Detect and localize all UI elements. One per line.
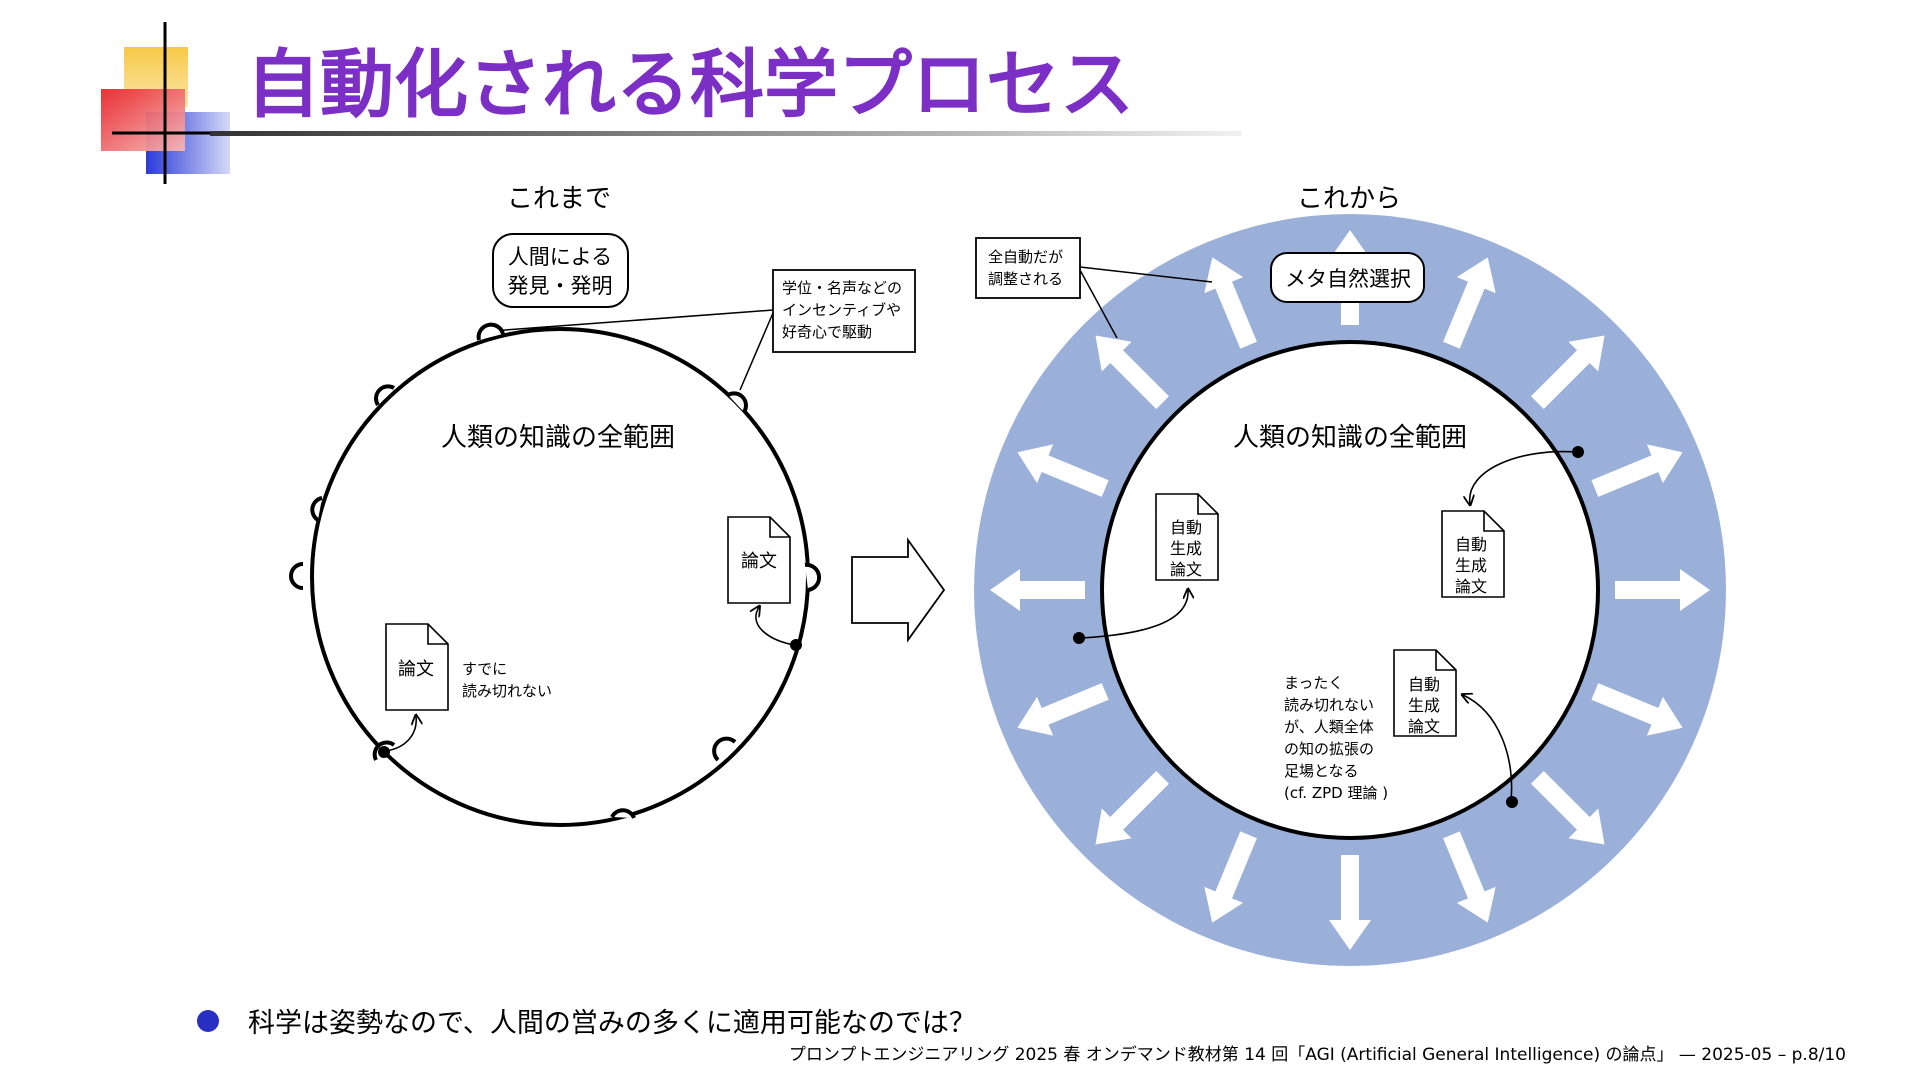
auto-paper-2-line3: 論文	[1455, 577, 1487, 596]
incentive-label-line3: 好奇心で駆動	[782, 323, 872, 341]
slide-title: 自動化される科学プロセス	[246, 42, 1134, 128]
meta-selection-label: メタ自然選択	[1285, 267, 1411, 291]
paper-left-point	[378, 746, 390, 758]
incentive-pointer-2	[739, 312, 774, 391]
unread-label-line2: 読み切れない	[462, 682, 552, 700]
bullet-dot-icon	[197, 1010, 219, 1032]
outward-arrow-icon	[1443, 257, 1496, 349]
outward-arrow-icon	[1591, 683, 1683, 736]
left-diagram: これまで 人間による 発見・発明 学位・名声などの インセンティブや 好奇心で駆…	[289, 184, 916, 827]
auto-adjusted-label-line2: 調整される	[988, 270, 1063, 288]
outward-arrow-icon	[1204, 257, 1257, 349]
auto-paper-1-arrow	[1080, 590, 1188, 639]
scaffold-label-line4: の知の拡張の	[1284, 740, 1374, 758]
left-heading: これまで	[507, 184, 611, 214]
auto-paper-1-line3: 論文	[1170, 560, 1202, 579]
document-icon	[1155, 493, 1219, 581]
incentive-box	[772, 269, 916, 353]
outward-arrow-icon	[1204, 831, 1257, 923]
document-icon	[727, 516, 791, 604]
paper-left-arrow	[385, 716, 416, 752]
auto-paper-2-arrow	[1470, 450, 1577, 504]
human-discovery-box	[492, 233, 629, 308]
knowledge-bumps	[289, 322, 822, 819]
right-heading: これから	[1297, 184, 1401, 214]
outward-arrow-icon	[1329, 855, 1371, 950]
auto-adjusted-label-line1: 全自動だが	[988, 248, 1063, 266]
transition-arrow-icon	[851, 537, 946, 643]
left-circle-label: 人類の知識の全範囲	[441, 423, 675, 453]
scaffold-label-line3: が、人類全体	[1284, 718, 1374, 736]
document-icon	[385, 623, 449, 711]
outward-arrow-icon	[1443, 831, 1496, 923]
auto-paper-3-arrow	[1463, 695, 1513, 801]
document-icon	[1393, 649, 1457, 737]
paper-right-point	[790, 639, 802, 651]
auto-paper-2-point	[1572, 446, 1584, 458]
paper-right-arrow	[756, 607, 795, 646]
outward-arrow-icon	[1017, 683, 1109, 736]
incentive-label-line1: 学位・名声などの	[782, 279, 902, 297]
slide-decoration-icon	[101, 22, 230, 184]
auto-adjusted-box	[975, 237, 1081, 299]
slide-footer: プロンプトエンジニアリング 2025 春 オンデマンド教材第 14 回「AGI …	[789, 1044, 1846, 1065]
paper-left-label: 論文	[398, 659, 434, 680]
auto-paper-2-line1: 自動	[1455, 535, 1487, 554]
right-diagram: これから 人類の知識の全範囲 メタ自然選択 全自動だが 調整される 自動 生成 …	[974, 184, 1726, 966]
outward-arrow-icon	[1095, 335, 1169, 409]
auto-pointer-2	[1079, 269, 1118, 339]
scaffold-label-line5: 足場となる	[1284, 762, 1359, 780]
unread-label-line1: すでに	[462, 660, 507, 678]
outward-arrow-icon	[1615, 569, 1710, 611]
human-discovery-label-line1: 人間による	[508, 245, 612, 269]
outward-arrow-icon	[1095, 771, 1169, 845]
scaffold-label-line1: まったく	[1284, 674, 1343, 692]
document-icon	[1441, 510, 1505, 598]
auto-paper-1-line1: 自動	[1170, 518, 1202, 537]
outward-arrow-icon	[990, 569, 1085, 611]
auto-paper-2-line2: 生成	[1455, 556, 1487, 575]
paper-right-label: 論文	[741, 551, 777, 572]
right-circle-label: 人類の知識の全範囲	[1233, 423, 1467, 453]
incentive-pointer-1	[491, 309, 774, 332]
auto-paper-3-line2: 生成	[1408, 696, 1440, 715]
knowledge-circle-auto	[1100, 340, 1600, 840]
outward-arrow-icon	[1591, 444, 1683, 497]
scaffold-label-line6: (cf. ZPD 理論 )	[1284, 784, 1388, 802]
auto-paper-3-line1: 自動	[1408, 675, 1440, 694]
outward-arrow-icon	[1531, 771, 1605, 845]
outward-arrow-icon	[1017, 444, 1109, 497]
bullet-text: 科学は姿勢なので、人間の営みの多くに適用可能なのでは？	[248, 1008, 976, 1039]
auto-paper-1-point	[1073, 632, 1085, 644]
incentive-label-line2: インセンティブや	[782, 301, 901, 319]
auto-paper-3-point	[1506, 796, 1518, 808]
title-rule	[210, 131, 1242, 136]
auto-paper-1-line2: 生成	[1170, 539, 1202, 558]
auto-pointer-1	[1079, 266, 1213, 283]
meta-selection-box	[1270, 252, 1425, 303]
human-discovery-label-line2: 発見・発明	[508, 274, 613, 298]
scaffold-label-line2: 読み切れない	[1284, 696, 1374, 714]
auto-paper-3-line3: 論文	[1408, 717, 1440, 736]
outward-arrow-icon	[1531, 335, 1605, 409]
